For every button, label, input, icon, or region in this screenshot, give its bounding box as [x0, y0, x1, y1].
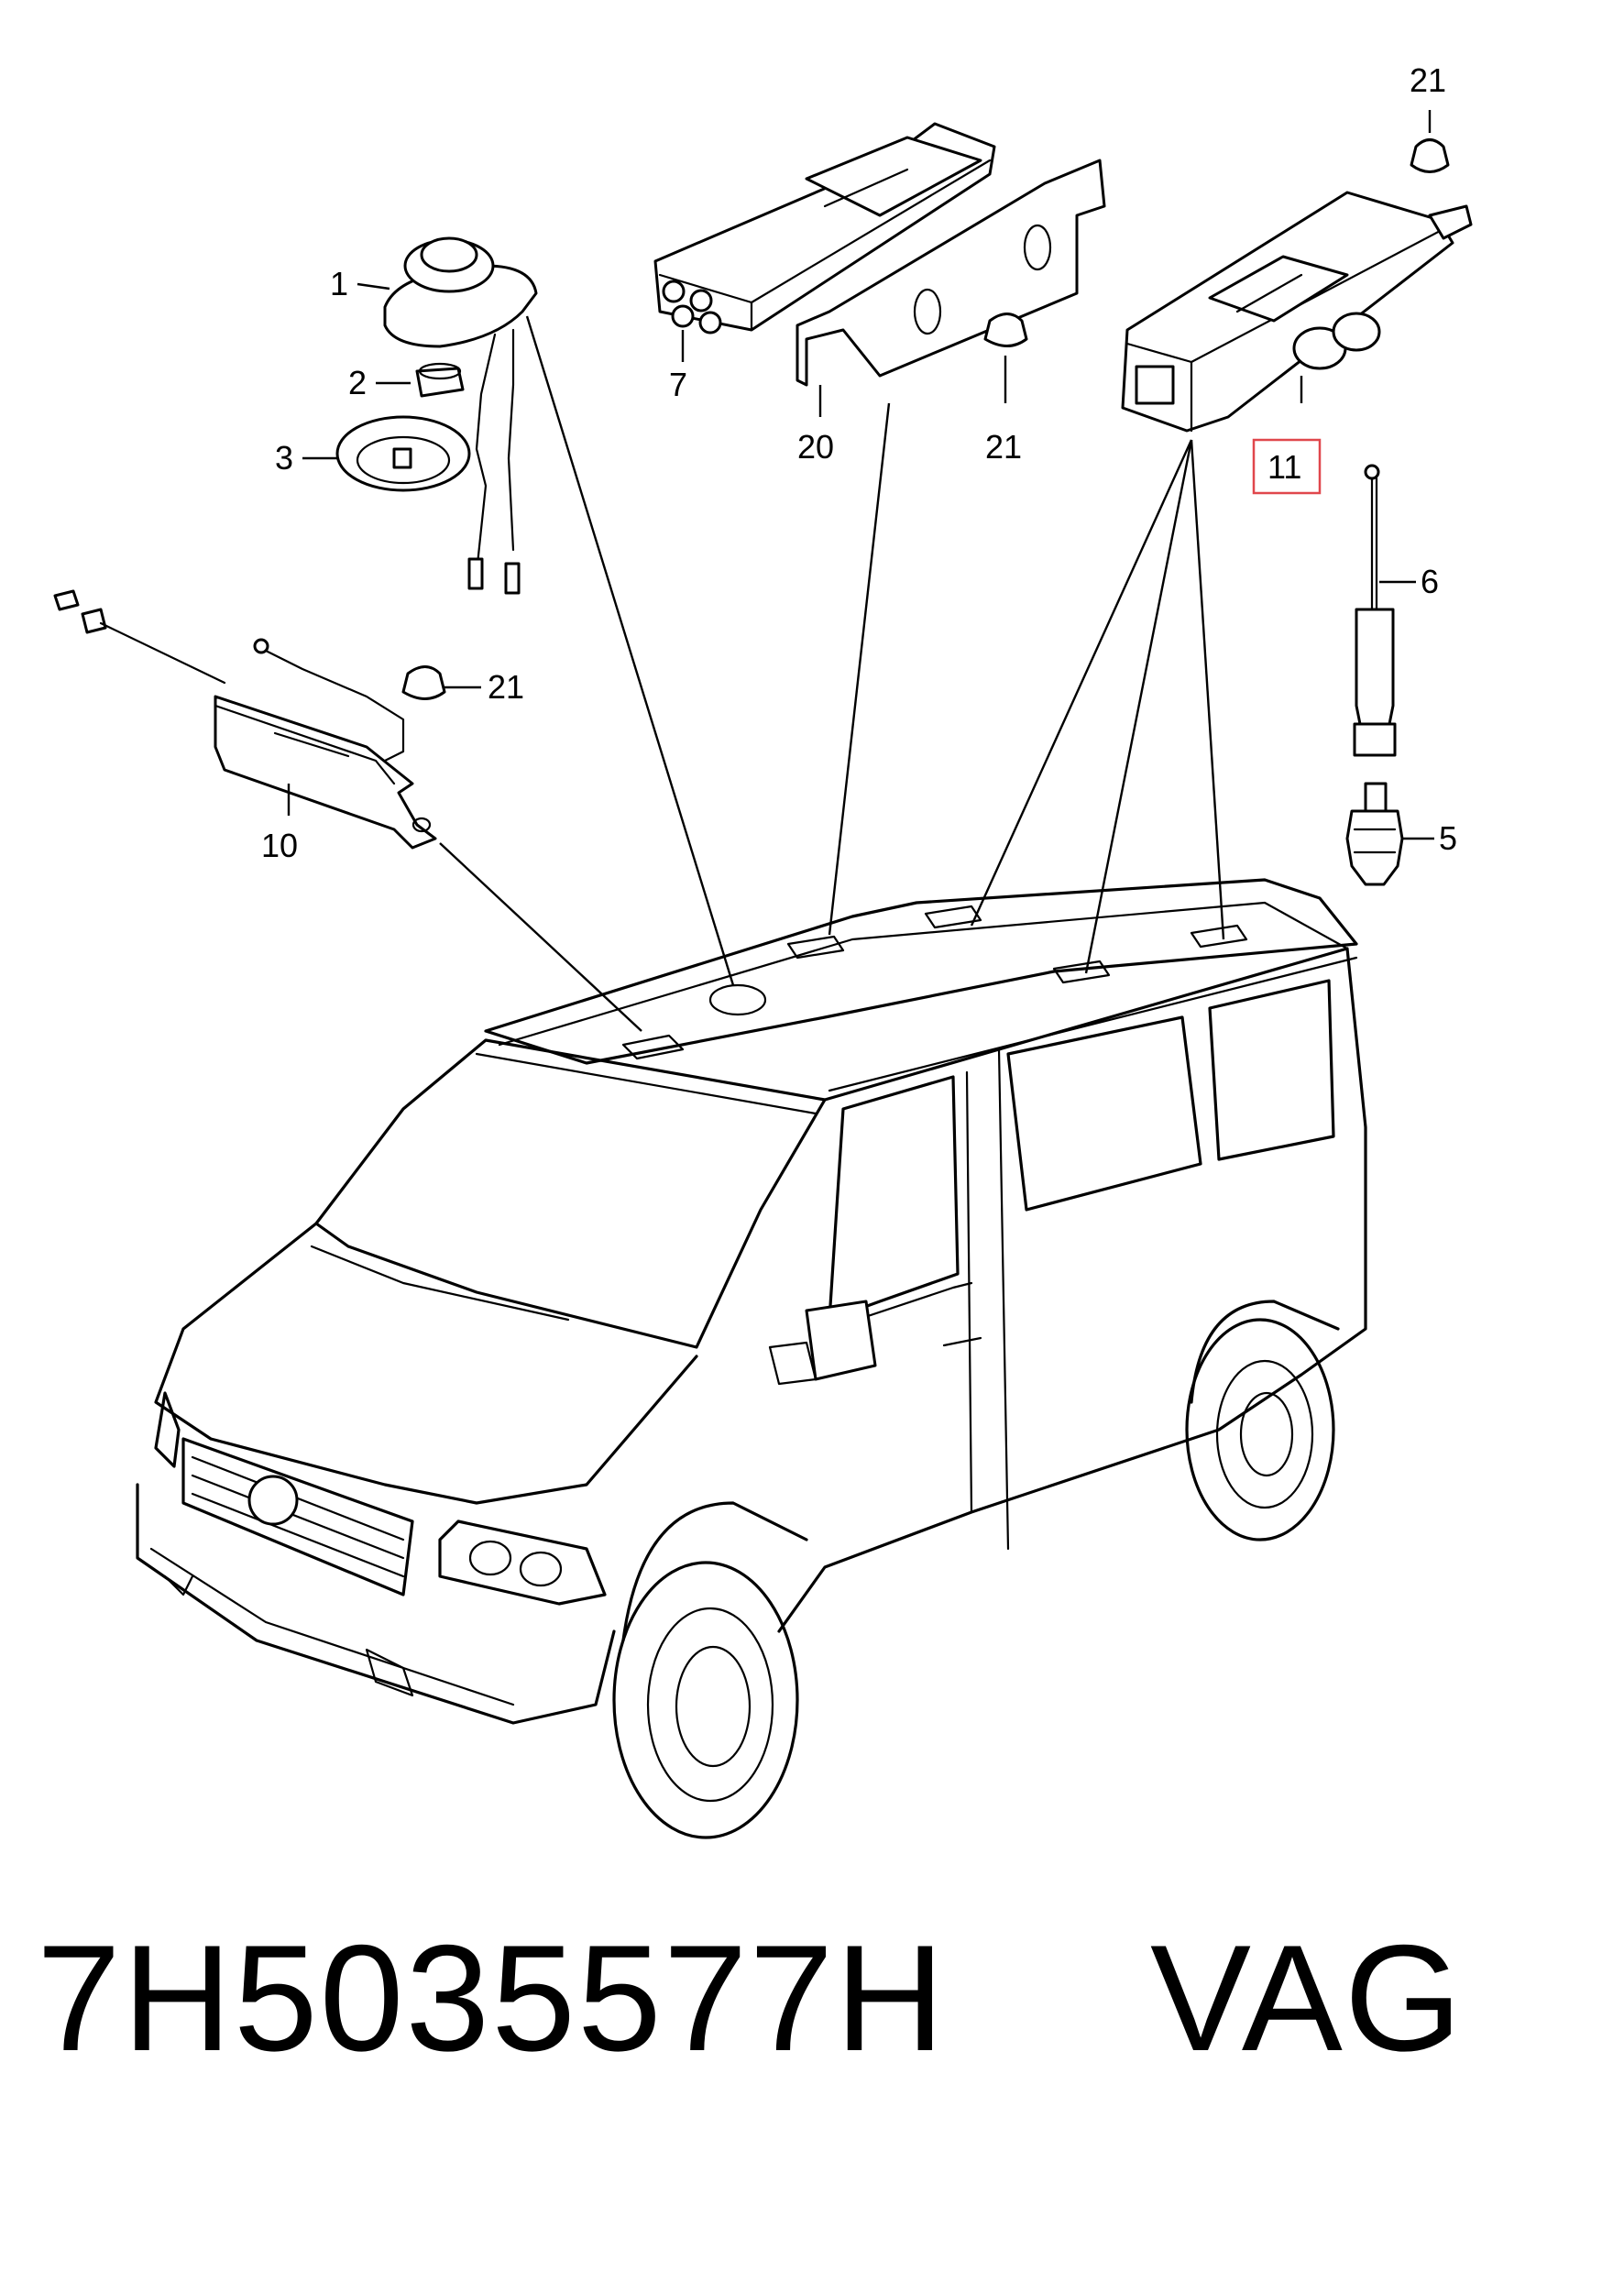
part-21-nut-mid — [983, 313, 1028, 403]
callout-21-left: 21 — [488, 668, 524, 706]
part-3-seal — [335, 415, 471, 492]
footer: 7H5035577H VAG — [37, 1906, 1595, 2090]
callout-21-top: 21 — [1410, 61, 1446, 99]
brand-label: VAG — [1150, 1914, 1465, 2082]
callout-21-mid: 21 — [985, 428, 1022, 466]
callout-20: 20 — [797, 428, 834, 466]
part-11-control-unit — [970, 191, 1473, 974]
part-20-bracket — [796, 159, 1106, 936]
part-number: 7H5035577H — [37, 1914, 947, 2082]
part-10-antenna-module — [53, 589, 642, 1032]
part-2-nut — [415, 362, 465, 398]
callout-5: 5 — [1439, 819, 1457, 857]
callout-6: 6 — [1421, 563, 1439, 600]
part-21-nut-left — [401, 665, 481, 700]
callout-11-highlight — [1252, 438, 1322, 495]
callout-2: 2 — [348, 364, 367, 401]
callout-11: 11 — [1267, 448, 1301, 486]
part-7-amplifier — [653, 122, 996, 362]
callout-10: 10 — [261, 827, 298, 864]
part-6-rod-antenna — [1353, 464, 1416, 757]
part-21-nut-top — [1410, 110, 1450, 173]
leader-1 — [357, 282, 390, 291]
van-illustration — [136, 878, 1367, 1839]
callout-1: 1 — [330, 265, 348, 302]
part-1-roof-antenna — [383, 236, 735, 986]
callout-3: 3 — [275, 439, 293, 477]
callout-7: 7 — [669, 366, 687, 403]
part-5-antenna-base — [1345, 782, 1434, 886]
